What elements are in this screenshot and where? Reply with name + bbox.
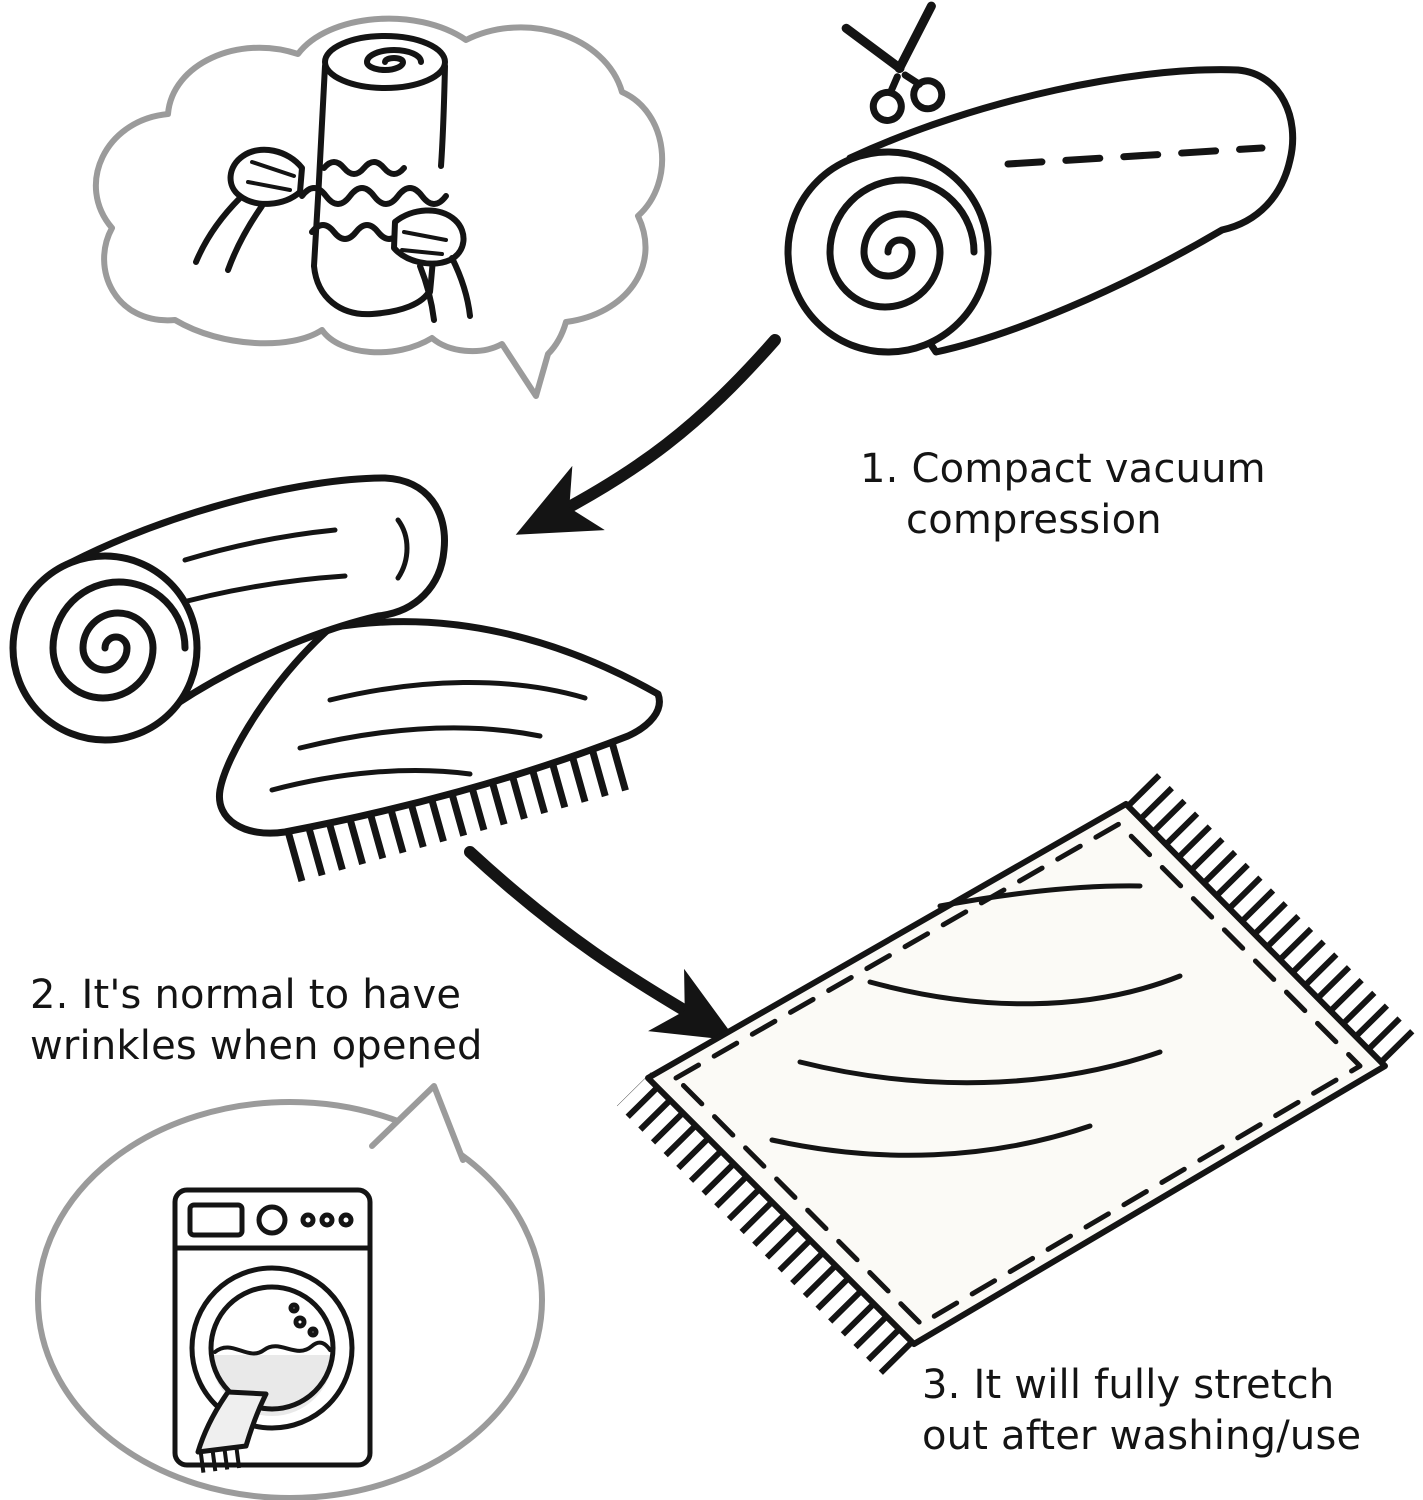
step3-line1: 3. It will fully stretch <box>922 1362 1335 1408</box>
step2-line1: 2. It's normal to have <box>30 972 462 1018</box>
machine-display <box>187 1202 245 1238</box>
machine-bubble-1 <box>293 1315 307 1329</box>
step1-caption: 1. Compact vacuum compression <box>860 444 1266 546</box>
blanket-roll-spiral <box>49 578 189 702</box>
rug-stitch-line <box>673 821 1363 1327</box>
speech-bubble-tail <box>369 1083 466 1163</box>
arrow-down-left-icon <box>515 334 781 535</box>
flat-rug-illustration <box>616 773 1417 1375</box>
thought-bubble-outline <box>92 15 666 399</box>
step2-line2: wrinkles when opened <box>30 1022 483 1069</box>
scissors-icon <box>841 1 946 124</box>
machine-cloth-fringe <box>198 1445 248 1473</box>
blanket-creases <box>269 679 588 793</box>
washing-machine-illustration <box>172 1187 373 1473</box>
machine-water-wave <box>213 1340 332 1356</box>
arrow-blanket-to-rug <box>464 846 737 1041</box>
step3-line2: out after washing/use <box>922 1412 1362 1459</box>
machine-cloth <box>195 1389 269 1455</box>
roll-spiral <box>826 176 978 311</box>
torn-blanket-wrinkles <box>299 185 449 207</box>
machine-button-3 <box>338 1212 354 1228</box>
step3-caption: 3. It will fully stretch out after washi… <box>922 1360 1361 1462</box>
arrow-down-right-icon <box>464 846 737 1041</box>
machine-button-2 <box>319 1212 335 1228</box>
machine-bubble-3 <box>288 1302 300 1314</box>
package-top-spiral <box>364 47 424 73</box>
rug-creases <box>769 883 1183 1158</box>
rolled-blanket-illustration <box>9 474 663 882</box>
roll-cut-line <box>1004 144 1266 168</box>
machine-button-1 <box>300 1212 316 1228</box>
step1-line2: compression <box>906 496 1162 543</box>
rug-outline <box>645 801 1388 1347</box>
blanket-fringe <box>283 732 642 882</box>
rug-fringe-top <box>1122 773 1417 1069</box>
package-opening-illustration <box>193 33 473 323</box>
step2-caption: 2. It's normal to have wrinkles when ope… <box>30 970 483 1072</box>
package-top-face <box>322 33 448 91</box>
machine-knob <box>256 1204 288 1236</box>
machine-door-inner <box>208 1284 336 1412</box>
compressed-roll-illustration <box>784 66 1297 356</box>
step1-line1: 1. Compact vacuum <box>860 446 1266 492</box>
thought-bubble <box>92 15 666 399</box>
machine-bubble-2 <box>307 1326 319 1338</box>
arrow-roll-to-blanket <box>515 334 781 535</box>
